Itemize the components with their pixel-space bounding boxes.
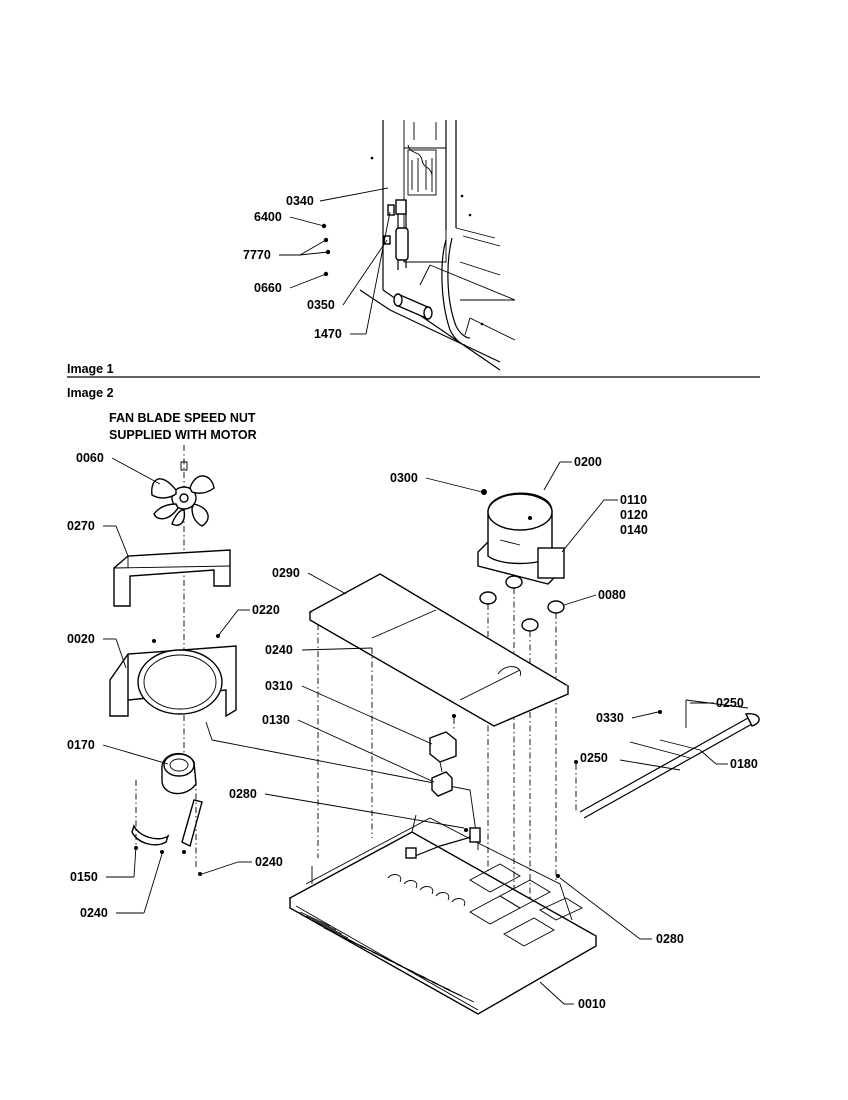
callout-0250-mid: 0250 <box>580 751 608 765</box>
callout-0300: 0300 <box>390 471 418 485</box>
section-1-title: Image 1 <box>67 362 114 376</box>
callout-0010: 0010 <box>578 997 606 1011</box>
callout-0340: 0340 <box>286 194 314 208</box>
callout-0020: 0020 <box>67 632 95 646</box>
callout-0250-top: 0250 <box>716 696 744 710</box>
callout-0240-right: 0240 <box>255 855 283 869</box>
fan-assembly <box>109 445 477 876</box>
base-pan <box>288 814 598 1015</box>
callout-1470: 1470 <box>314 327 342 341</box>
callout-0350: 0350 <box>307 298 335 312</box>
callout-0280-left: 0280 <box>229 787 257 801</box>
callout-0280-right: 0280 <box>656 932 684 946</box>
section-2-title: Image 2 <box>67 386 114 400</box>
heater-harness <box>574 699 760 819</box>
fan-motor <box>161 752 197 795</box>
cover-panel <box>308 573 570 858</box>
callout-0310: 0310 <box>265 679 293 693</box>
callout-0130: 0130 <box>262 713 290 727</box>
callout-0240-cover: 0240 <box>265 643 293 657</box>
image-1-callouts: 0340 6400 7770 0660 0350 1470 <box>243 187 391 341</box>
callout-7770: 7770 <box>243 248 271 262</box>
callout-0120: 0120 <box>620 508 648 522</box>
callout-0080: 0080 <box>598 588 626 602</box>
callout-0220: 0220 <box>252 603 280 617</box>
callout-0270: 0270 <box>67 519 95 533</box>
callout-0140: 0140 <box>620 523 648 537</box>
callout-0660: 0660 <box>254 281 282 295</box>
callout-0240-left: 0240 <box>80 906 108 920</box>
note-line-2: SUPPLIED WITH MOTOR <box>109 428 257 442</box>
image-2-callouts: 0060 0270 0020 0220 0170 0150 0240 0240 … <box>67 451 758 1011</box>
callout-0200: 0200 <box>574 455 602 469</box>
callout-0290: 0290 <box>272 566 300 580</box>
note-line-1: FAN BLADE SPEED NUT <box>109 411 256 425</box>
callout-0150: 0150 <box>70 870 98 884</box>
fan-blade <box>151 475 215 527</box>
callout-0110: 0110 <box>620 493 647 507</box>
callout-0170: 0170 <box>67 738 95 752</box>
relay-and-switch <box>429 714 457 797</box>
callout-0180: 0180 <box>730 757 758 771</box>
image-1-drawing <box>321 120 516 371</box>
callout-0060: 0060 <box>76 451 104 465</box>
callout-0330: 0330 <box>596 711 624 725</box>
callout-6400: 6400 <box>254 210 282 224</box>
